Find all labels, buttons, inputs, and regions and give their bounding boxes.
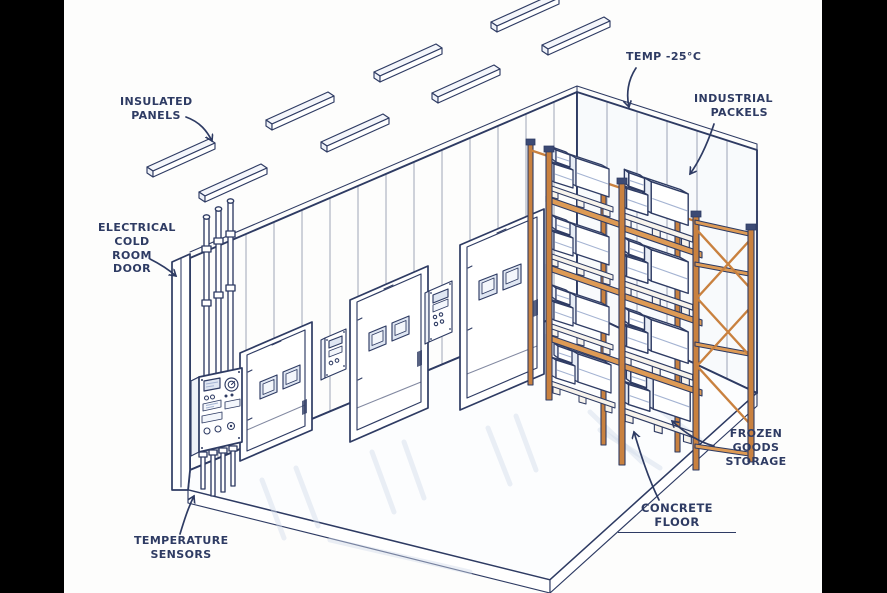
concrete-floor-arrow [634,432,660,501]
door-3 [459,208,545,411]
floor-shading [259,389,703,575]
panel-display [203,377,221,392]
wall-top-edge [189,85,758,253]
temp-arrow [628,67,637,107]
label-industrial-rackels: INDUSTRIAL PACKELS [694,92,773,119]
door-2 [349,265,429,443]
label-insulated-panels: INSULATED PANELS [120,95,193,122]
door-control-panel-1 [320,328,347,381]
wall-control-panels [320,280,453,381]
label-electrical-cold-room-door: ELECTRICAL COLD ROOM DOOR [98,221,176,276]
frozen-goods-arrow [672,421,715,447]
conduit-pipes [201,198,236,381]
insulated-panels-arrow [185,116,212,141]
label-frozen-goods-storage: FROZEN GOODS STORAGE [725,427,787,468]
electrical-panel [190,367,243,457]
door-1 [239,321,313,462]
electrical-door-arrow [149,258,176,276]
industrial-rack-arrow [690,123,715,174]
label-temperature-sensors: TEMPERATURE SENSORS [134,534,229,561]
electrical-panel-assembly [190,198,243,497]
left-wall [171,253,191,491]
door-control-panel-2 [424,280,453,345]
pallet-rack [525,138,757,471]
cold-room-doors [239,208,545,462]
temperature-sensor-pipes [198,445,238,497]
rack-end-frame [694,219,757,463]
temperature-sensors-arrow [179,496,194,535]
label-temp: TEMP -25°C [626,50,702,63]
annotation-arrows [149,67,715,535]
label-concrete-floor: CONCRETE FLOOR [618,501,736,533]
